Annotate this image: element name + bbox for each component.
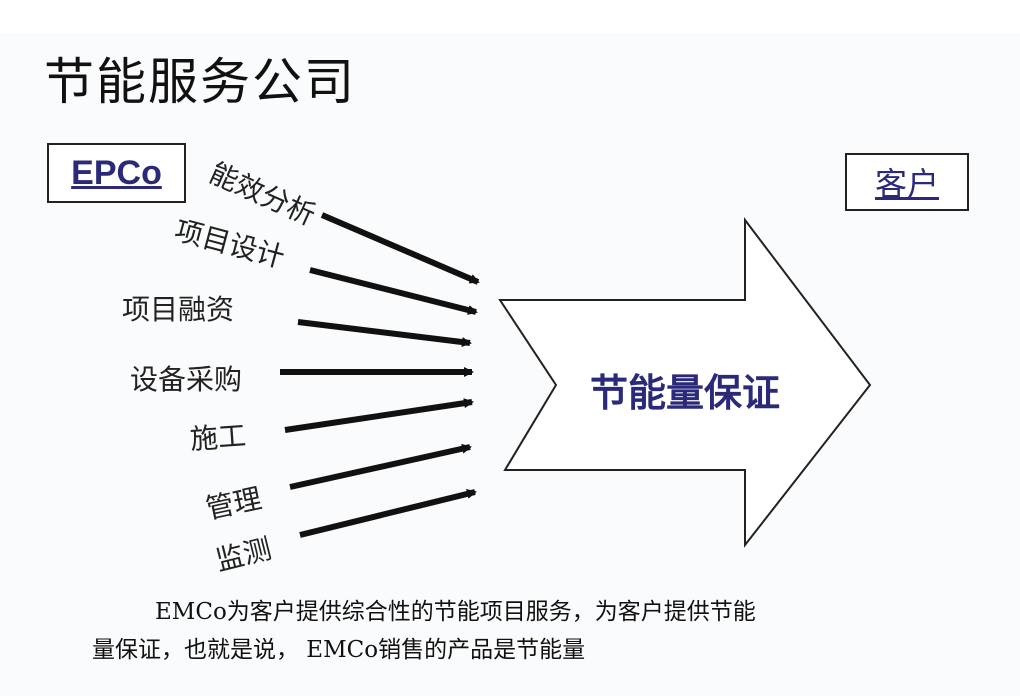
arrow-1 [320,212,480,285]
epco-label: EPCo [71,153,162,192]
arrow-7 [299,489,477,538]
big-arrow-shape [498,217,872,548]
arrow-3 [297,319,472,347]
service-label: 设备采购 [130,363,243,396]
service-label: 施工 [188,419,248,456]
service-arrows [280,212,480,538]
epco-box: EPCo [47,143,186,203]
client-box: 客户 [845,153,969,211]
description-line-2: 量保证，也就是说， EMCo销售的产品是节能量 [92,637,586,663]
client-label: 客户 [874,165,939,203]
page-title: 节能服务公司 [44,53,356,111]
top-band [0,0,1020,33]
service-label: 项目融资 [122,293,235,326]
arrow-6 [289,443,472,490]
arrow-2 [309,267,478,315]
description-line-1: EMCo为客户提供综合性的节能项目服务，为客户提供节能 [155,599,756,625]
central-arrow-label: 节能量保证 [589,371,780,415]
arrow-5 [284,398,474,433]
